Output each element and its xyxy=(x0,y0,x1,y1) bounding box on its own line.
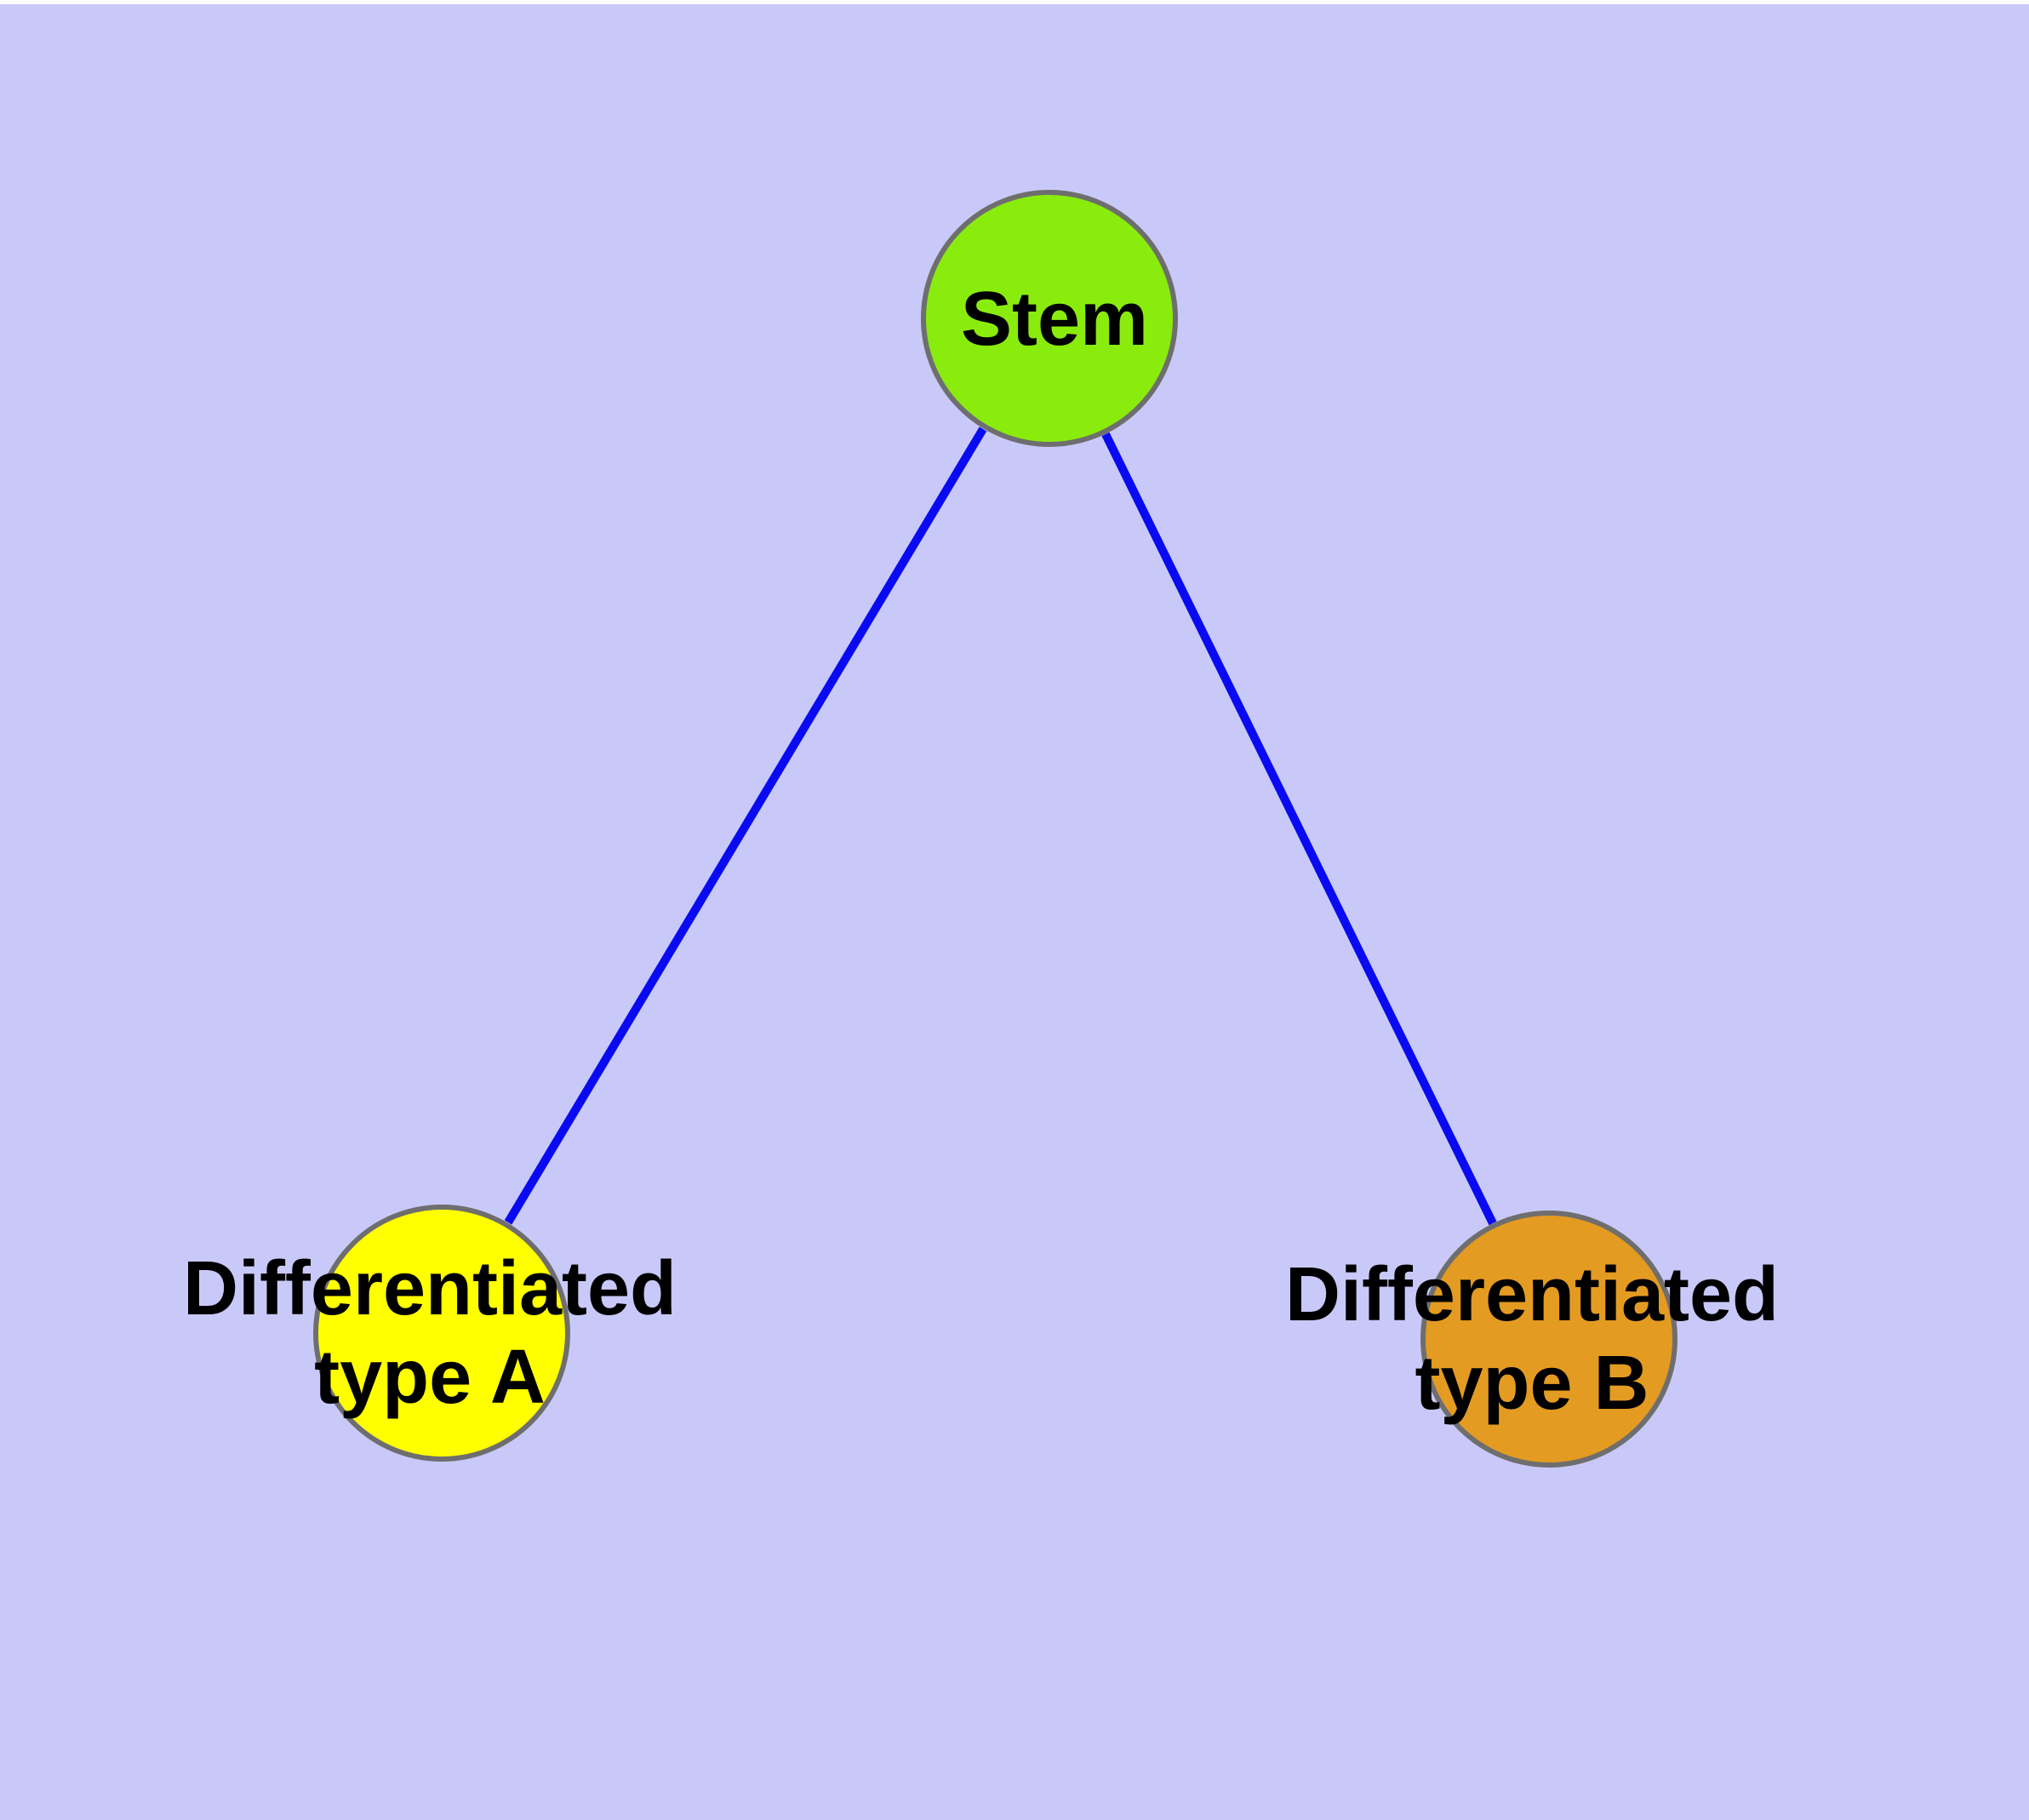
top-margin-strip xyxy=(0,0,2029,4)
node-differentiated-type-a[interactable] xyxy=(313,1205,570,1462)
graph-canvas: Stem Differentiated type A Differentiate… xyxy=(0,4,2029,1820)
edge-stem-to-type-a[interactable] xyxy=(504,426,987,1225)
edge-stem-to-type-b[interactable] xyxy=(1101,432,1497,1226)
node-stem[interactable] xyxy=(921,190,1178,447)
node-differentiated-type-b[interactable] xyxy=(1420,1210,1677,1468)
